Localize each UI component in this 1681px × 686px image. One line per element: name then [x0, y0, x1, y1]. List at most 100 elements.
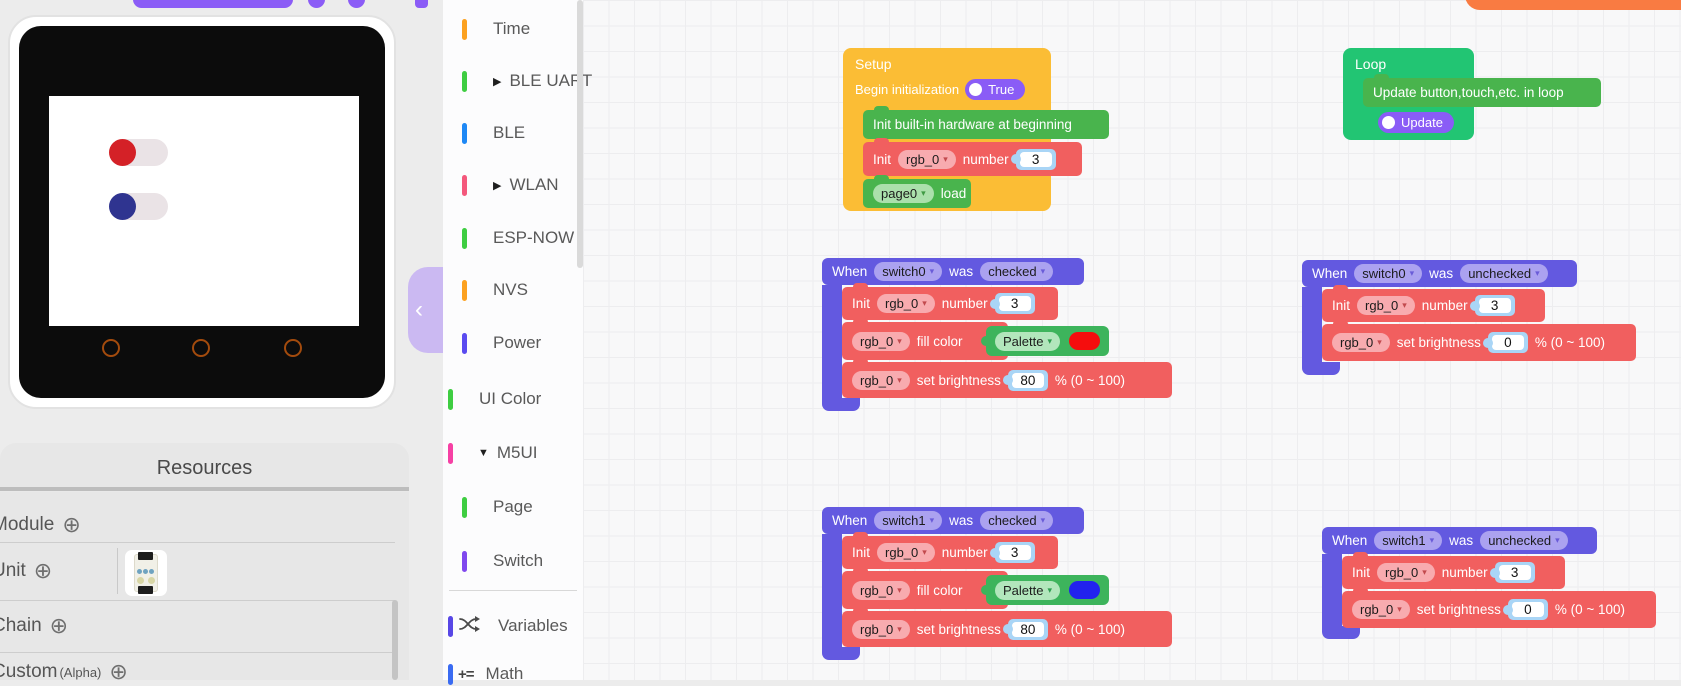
- when-switch1-unchecked-header[interactable]: When switch1 ▾ was unchecked ▾: [1322, 527, 1597, 554]
- rgb-unit-thumbnail[interactable]: [125, 550, 167, 596]
- switch-dropdown[interactable]: switch0 ▾: [1354, 264, 1423, 283]
- color-swatch[interactable]: [1069, 332, 1101, 350]
- rgb-dropdown[interactable]: rgb_0 ▾: [1352, 600, 1410, 619]
- dropdown-arrow-icon: ▾: [1402, 300, 1407, 310]
- sidebar-item-ble[interactable]: BLE: [462, 121, 525, 145]
- update-toggle[interactable]: Update: [1378, 112, 1454, 133]
- rgb-dropdown[interactable]: rgb_0 ▾: [852, 580, 910, 600]
- update-loop-block[interactable]: Update button,touch,etc. in loop: [1363, 74, 1601, 107]
- switch-dropdown[interactable]: switch0 ▾: [874, 262, 943, 281]
- when-block-spine: [822, 285, 842, 398]
- sidebar-item-power[interactable]: Power: [462, 331, 541, 355]
- init-rgb-number-block[interactable]: Init rgb_0 ▾ number 3: [842, 283, 1058, 320]
- toolbar-round-button[interactable]: [308, 0, 325, 8]
- when-switch0-checked-header[interactable]: When switch0 ▾ was checked ▾: [822, 258, 1084, 285]
- init-rgb-number-block[interactable]: Init rgb_0 ▾ number 3: [863, 138, 1082, 176]
- state-dropdown[interactable]: unchecked ▾: [1480, 531, 1568, 550]
- set-brightness-block[interactable]: rgb_0 ▾ set brightness 0 % (0 ~ 100): [1342, 587, 1656, 628]
- palette-dropdown[interactable]: Palette ▾: [995, 331, 1061, 351]
- rgb-dropdown[interactable]: rgb_0 ▾: [898, 149, 956, 169]
- init-rgb-number-block[interactable]: Init rgb_0 ▾ number 3: [1322, 285, 1545, 322]
- rgb-dropdown[interactable]: rgb_0 ▾: [852, 370, 910, 390]
- number-input-piece[interactable]: 3: [989, 293, 1035, 314]
- rgb-dropdown[interactable]: rgb_0 ▾: [1332, 333, 1390, 352]
- screen-switch1[interactable]: [109, 193, 168, 220]
- rgb-dropdown[interactable]: rgb_0 ▾: [877, 543, 935, 562]
- page-dropdown[interactable]: page0 ▾: [873, 184, 934, 203]
- rgb-dropdown[interactable]: rgb_0 ▾: [877, 294, 935, 313]
- toolbar-round-button[interactable]: [348, 0, 365, 8]
- switch-dropdown[interactable]: switch1 ▾: [1374, 531, 1443, 550]
- brightness-input-piece[interactable]: 0: [1502, 599, 1548, 620]
- add-module-icon[interactable]: ⊕: [62, 511, 81, 537]
- brightness-input-piece[interactable]: 80: [1002, 369, 1048, 391]
- add-chain-icon[interactable]: ⊕: [49, 613, 69, 638]
- toolbar-round-button[interactable]: [415, 0, 428, 8]
- begin-init-toggle[interactable]: True: [965, 79, 1026, 100]
- rgb-dropdown[interactable]: rgb_0 ▾: [1357, 296, 1415, 315]
- add-custom-icon[interactable]: ⊕: [109, 659, 128, 681]
- rgb-dropdown[interactable]: rgb_0 ▾: [852, 619, 910, 639]
- sidebar-scrollbar[interactable]: [577, 0, 583, 268]
- switch-dropdown[interactable]: switch1 ▾: [874, 511, 943, 530]
- device-button-a[interactable]: [102, 339, 120, 357]
- number-value: 3: [1478, 298, 1511, 313]
- state-dropdown[interactable]: unchecked ▾: [1460, 264, 1548, 283]
- when-switch1-checked-header[interactable]: When switch1 ▾ was checked ▾: [822, 507, 1084, 534]
- brightness-input-piece[interactable]: 80: [1002, 618, 1048, 640]
- state-dropdown[interactable]: checked ▾: [980, 511, 1054, 530]
- fill-color-block[interactable]: rgb_0 ▾ fill color: [842, 318, 1008, 360]
- color-swatch[interactable]: [1069, 581, 1101, 599]
- brightness-input-piece[interactable]: 0: [1482, 332, 1528, 353]
- when-label: When: [832, 513, 868, 528]
- sidebar-item-page[interactable]: Page: [462, 495, 533, 519]
- palette-color-block[interactable]: Palette ▾: [980, 326, 1110, 356]
- number-input-piece[interactable]: 3: [1469, 295, 1515, 316]
- device-screen[interactable]: [49, 96, 359, 326]
- run-button[interactable]: [1465, 0, 1681, 10]
- percent-range-label: % (0 ~ 100): [1054, 621, 1125, 637]
- state-dropdown[interactable]: checked ▾: [980, 262, 1054, 281]
- page-load-block[interactable]: page0 ▾ load: [863, 175, 971, 208]
- sidebar-item-wlan[interactable]: ▶ WLAN: [462, 173, 559, 197]
- chevron-left-icon: ‹: [415, 296, 423, 323]
- sidebar-item-switch[interactable]: Switch: [462, 549, 543, 573]
- init-hardware-block[interactable]: Init built-in hardware at beginning: [863, 106, 1109, 139]
- number-input-piece[interactable]: 3: [1489, 562, 1535, 583]
- sidebar-item-time[interactable]: Time: [462, 17, 530, 41]
- set-brightness-block[interactable]: rgb_0 ▾ set brightness 80 % (0 ~ 100): [842, 607, 1172, 647]
- number-input-piece[interactable]: 3: [989, 542, 1035, 563]
- set-brightness-block[interactable]: rgb_0 ▾ set brightness 0 % (0 ~ 100): [1322, 320, 1636, 361]
- load-label: load: [940, 186, 967, 201]
- toggle-label: Update: [1401, 115, 1443, 130]
- sidebar-item-math[interactable]: += Math: [448, 662, 523, 686]
- palette-color-block[interactable]: Palette ▾: [980, 575, 1110, 605]
- resources-scrollbar[interactable]: [392, 600, 398, 680]
- sidebar-item-esp-now[interactable]: ESP-NOW: [462, 226, 574, 250]
- sidebar-item-nvs[interactable]: NVS: [462, 278, 528, 302]
- number-input-piece[interactable]: 3: [1010, 148, 1056, 170]
- palette-dropdown[interactable]: Palette ▾: [995, 580, 1061, 600]
- was-label: was: [949, 264, 974, 279]
- rgb-dropdown[interactable]: rgb_0 ▾: [1377, 563, 1435, 582]
- sidebar-item-ui-color[interactable]: UI Color: [448, 387, 541, 411]
- divider: [0, 487, 409, 492]
- category-label: Power: [493, 333, 542, 352]
- init-rgb-number-block[interactable]: Init rgb_0 ▾ number 3: [1342, 552, 1565, 589]
- when-switch0-unchecked-header[interactable]: When switch0 ▾ was unchecked ▾: [1302, 260, 1577, 287]
- init-rgb-number-block[interactable]: Init rgb_0 ▾ number 3: [842, 532, 1058, 569]
- sidebar-item-m5ui[interactable]: ▼ M5UI: [448, 441, 538, 465]
- fill-color-block[interactable]: rgb_0 ▾ fill color: [842, 567, 1008, 609]
- sidebar-item-ble-uart[interactable]: ▶ BLE UART: [462, 69, 592, 93]
- toolbar-pill-button[interactable]: [133, 0, 293, 8]
- screen-switch0[interactable]: [109, 139, 168, 166]
- device-button-b[interactable]: [192, 339, 210, 357]
- add-unit-icon[interactable]: ⊕: [33, 558, 53, 583]
- device-button-c[interactable]: [284, 339, 302, 357]
- set-brightness-block[interactable]: rgb_0 ▾ set brightness 80 % (0 ~ 100): [842, 358, 1172, 398]
- sidebar-item-variables[interactable]: Variables: [448, 614, 568, 638]
- category-color-bar: [448, 663, 453, 685]
- rgb-dropdown[interactable]: rgb_0 ▾: [852, 331, 910, 351]
- sidebar-collapse-button[interactable]: ‹: [408, 267, 443, 353]
- state-value: unchecked: [1468, 266, 1532, 281]
